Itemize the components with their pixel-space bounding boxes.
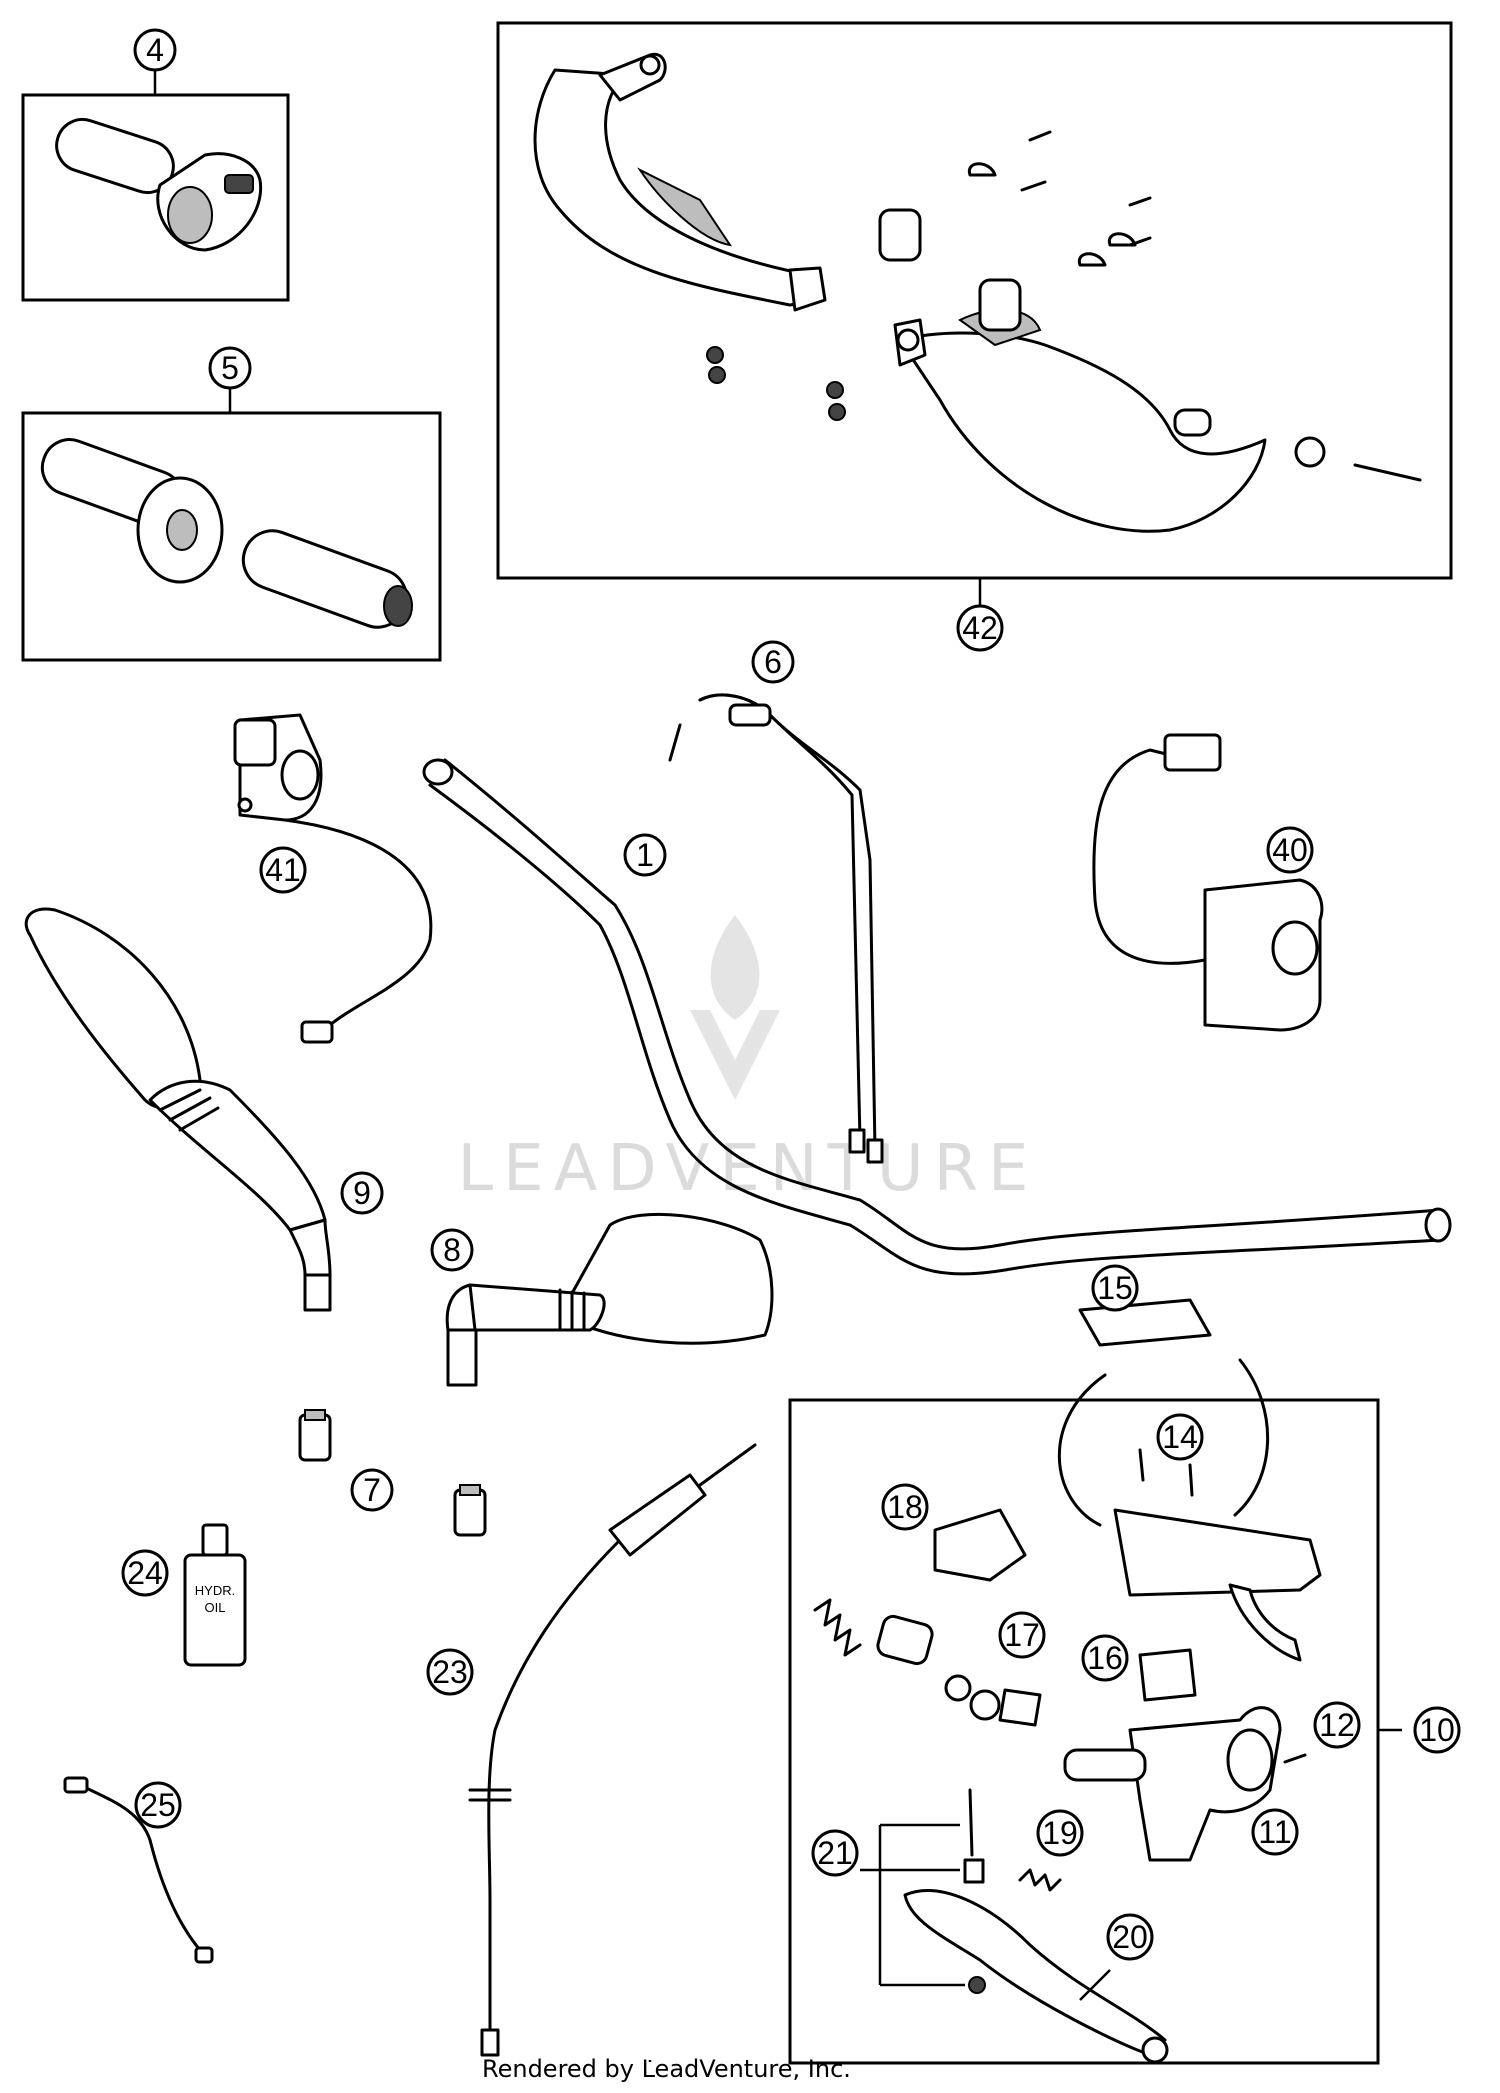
callout-11: 11 <box>1251 1808 1299 1856</box>
footer-credit: Rendered by LeadVenture, Inc. <box>482 2055 851 2083</box>
bottle-label-line1: HYDR. <box>195 1583 235 1598</box>
control-cable <box>468 1443 757 2057</box>
callout-19: 19 <box>1036 1809 1084 1857</box>
callout-6: 6 <box>751 640 795 684</box>
svg-text:18: 18 <box>887 1489 923 1525</box>
callout-23: 23 <box>426 1648 474 1696</box>
right-mirror <box>445 1212 774 1387</box>
left-mirror <box>24 907 332 1312</box>
svg-text:6: 6 <box>764 644 782 680</box>
callout-12: 12 <box>1313 1701 1361 1749</box>
svg-text:41: 41 <box>265 852 301 888</box>
svg-text:7: 7 <box>363 1472 381 1508</box>
master-cylinder-box <box>788 1298 1402 2065</box>
callout-5: 5 <box>208 346 252 390</box>
right-handlebar-switch <box>1092 733 1324 1032</box>
callout-21: 21 <box>811 1829 859 1877</box>
hydraulic-oil-bottle: HYDR. OIL <box>183 1523 247 1667</box>
callout-41: 41 <box>259 846 307 894</box>
svg-text:19: 19 <box>1042 1815 1078 1851</box>
callout-7: 7 <box>350 1468 394 1512</box>
callout-24: 24 <box>121 1549 169 1597</box>
callout-20: 20 <box>1106 1913 1154 1961</box>
svg-text:14: 14 <box>1162 1419 1198 1455</box>
watermark-text: LEADVENTURE <box>458 1132 1039 1206</box>
mirror-adapters <box>298 1409 487 1537</box>
svg-text:10: 10 <box>1419 1712 1455 1748</box>
svg-text:5: 5 <box>221 350 239 386</box>
svg-text:11: 11 <box>1258 1814 1291 1850</box>
left-handlebar-switch <box>233 713 433 1044</box>
handlebar <box>422 758 1452 1276</box>
switch-cable <box>668 693 884 1164</box>
callout-15: 15 <box>1091 1264 1139 1312</box>
callouts: 4 5 42 6 1 41 40 9 8 15 14 7 18 24 17 16… <box>121 28 1461 1961</box>
callout-16: 16 <box>1081 1634 1129 1682</box>
svg-text:9: 9 <box>353 1175 371 1211</box>
svg-text:8: 8 <box>443 1232 461 1268</box>
callout-14: 14 <box>1156 1413 1204 1461</box>
svg-text:16: 16 <box>1087 1640 1123 1676</box>
callout-18: 18 <box>881 1483 929 1531</box>
svg-text:25: 25 <box>140 1787 176 1823</box>
sensor-cable <box>63 1776 214 1964</box>
svg-text:17: 17 <box>1004 1617 1040 1653</box>
callout-25: 25 <box>134 1781 182 1829</box>
callout-4: 4 <box>133 28 177 72</box>
svg-text:1: 1 <box>636 837 654 873</box>
svg-text:40: 40 <box>1272 832 1308 868</box>
callout-9: 9 <box>340 1171 384 1215</box>
svg-text:20: 20 <box>1112 1919 1148 1955</box>
callout-8: 8 <box>430 1228 474 1272</box>
svg-text:12: 12 <box>1319 1707 1355 1743</box>
svg-text:15: 15 <box>1097 1270 1133 1306</box>
throttle-grip-box <box>21 70 290 302</box>
grip-set-box <box>21 388 442 662</box>
svg-text:21: 21 <box>817 1835 853 1871</box>
callout-1: 1 <box>623 833 667 877</box>
bottle-label-line2: OIL <box>205 1600 226 1615</box>
svg-text:24: 24 <box>127 1555 163 1591</box>
watermark: LEADVENTURE <box>458 915 1039 1206</box>
callout-40: 40 <box>1266 826 1314 874</box>
handguard-kit-box <box>496 21 1453 605</box>
callout-17: 17 <box>998 1611 1046 1659</box>
svg-text:4: 4 <box>146 32 164 68</box>
callout-42: 42 <box>956 604 1004 652</box>
svg-text:23: 23 <box>432 1654 468 1690</box>
svg-text:42: 42 <box>962 610 998 646</box>
callout-10: 10 <box>1413 1706 1461 1754</box>
